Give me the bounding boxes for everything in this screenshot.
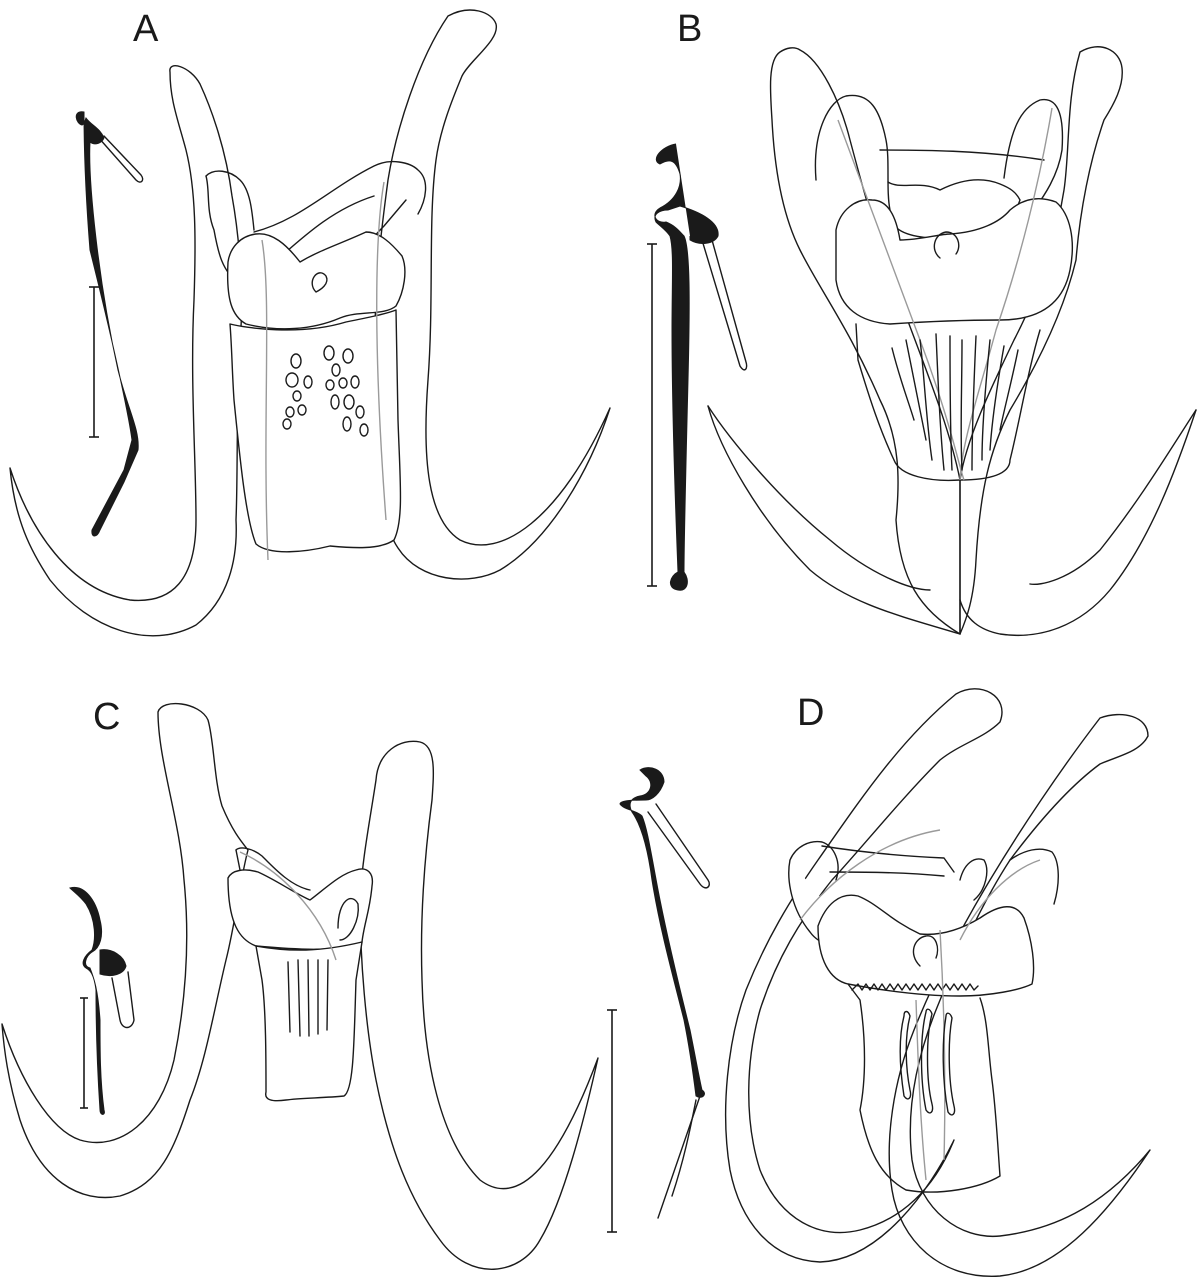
panel-label-b: B: [677, 8, 703, 50]
anchor-right-a: [374, 9, 611, 580]
ventral-bar-striations-d: [899, 1008, 956, 1116]
panel-label-a: A: [133, 8, 159, 50]
tegument-spots-a: [282, 345, 369, 437]
anchor-left-c: [1, 702, 249, 1199]
marginal-hook-d: [619, 767, 710, 1219]
marginal-hook-b: [654, 143, 748, 591]
anchor-right-c: [359, 740, 599, 1270]
anchor-right-b: [959, 46, 1123, 635]
panel-d: [607, 688, 1151, 1277]
ventral-bar-striations-b: [891, 333, 1019, 471]
anchor-left-d: [724, 688, 1003, 1263]
marginal-hook-a: [75, 111, 144, 537]
panel-b: [647, 46, 1197, 637]
panel-a: [9, 9, 611, 637]
ventral-bar-striations-c: [287, 959, 329, 1037]
panel-c: [1, 702, 599, 1270]
panel-label-c: C: [93, 696, 121, 738]
ventral-bar-a: [205, 160, 427, 561]
anchor-left-a: [9, 65, 243, 637]
marginal-hook-c: [69, 886, 135, 1115]
panel-label-d: D: [797, 692, 825, 734]
ventral-bar-b: [814, 94, 1073, 482]
ventral-bar-d: [788, 829, 1059, 1193]
ventral-bar-c: [227, 847, 374, 1102]
anchor-right-d: [888, 713, 1151, 1277]
anchor-left-b: [769, 47, 961, 635]
